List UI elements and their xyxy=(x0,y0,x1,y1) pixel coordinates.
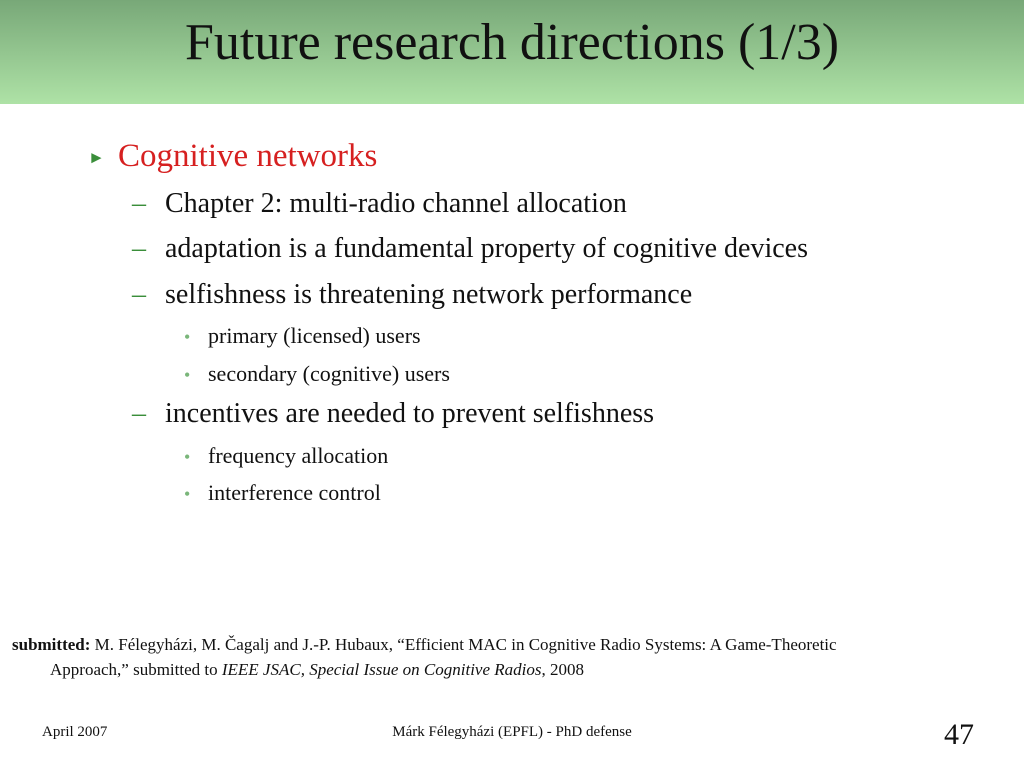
footnote-line-2: Approach,” submitted to IEEE JSAC, Speci… xyxy=(12,657,1002,682)
triangle-bullet-icon: ► xyxy=(88,148,105,168)
sub-bullet-incentives: –incentives are needed to prevent selfis… xyxy=(132,398,654,430)
dot-bullet-icon: • xyxy=(184,447,191,467)
footnote-venue: IEEE JSAC, Special Issue on Cognitive Ra… xyxy=(221,660,542,679)
dot-bullet-icon: • xyxy=(184,327,191,347)
sub-bullet-selfishness: –selfishness is threatening network perf… xyxy=(132,279,692,311)
sub-sub-bullet-secondary-users: • secondary (cognitive) users xyxy=(184,361,450,387)
bullet-text: adaptation is a fundamental property of … xyxy=(165,233,809,264)
bullet-text: interference control xyxy=(208,480,381,505)
bullet-text: secondary (cognitive) users xyxy=(208,361,450,386)
dash-bullet-icon: – xyxy=(132,233,146,264)
sub-sub-bullet-interference-control: • interference control xyxy=(184,480,381,506)
footnote-line2-start: Approach,” submitted to xyxy=(50,660,222,679)
dash-bullet-icon: – xyxy=(132,279,146,310)
bullet-text: incentives are needed to prevent selfish… xyxy=(165,398,655,429)
bullet-cognitive-networks: ► Cognitive networks xyxy=(88,138,377,175)
dot-bullet-icon: • xyxy=(184,365,191,385)
footnote-line-1: submitted: M. Félegyházi, M. Čagalj and … xyxy=(12,632,1002,657)
dot-bullet-icon: • xyxy=(184,484,191,504)
footnote-label: submitted: xyxy=(12,635,91,654)
title-bar xyxy=(0,0,1024,104)
footnote-line2-end: , 2008 xyxy=(541,660,585,679)
slide-title: Future research directions (1/3) xyxy=(184,14,840,71)
sub-sub-bullet-primary-users: • primary (licensed) users xyxy=(184,323,421,349)
footer-presenter: Márk Félegyházi (EPFL) - PhD defense xyxy=(392,724,632,740)
dash-bullet-icon: – xyxy=(132,188,146,219)
reference-footnote: submitted: M. Félegyházi, M. Čagalj and … xyxy=(12,632,1002,682)
footnote-authors: M. Félegyházi, M. Čagalj and J.-P. Hubau… xyxy=(90,635,837,654)
sub-bullet-adaptation: –adaptation is a fundamental property of… xyxy=(132,233,808,265)
sub-sub-bullet-frequency-allocation: • frequency allocation xyxy=(184,443,388,469)
bullet-text: Chapter 2: multi-radio channel allocatio… xyxy=(165,188,627,219)
bullet-text: Cognitive networks xyxy=(118,138,378,174)
bullet-text: primary (licensed) users xyxy=(208,323,421,348)
sub-bullet-chapter2: –Chapter 2: multi-radio channel allocati… xyxy=(132,188,627,220)
dash-bullet-icon: – xyxy=(132,398,146,429)
bullet-text: frequency allocation xyxy=(208,443,389,468)
bullet-text: selfishness is threatening network perfo… xyxy=(165,279,693,310)
slide-number: 47 xyxy=(944,718,974,751)
footer-date: April 2007 xyxy=(42,724,108,740)
